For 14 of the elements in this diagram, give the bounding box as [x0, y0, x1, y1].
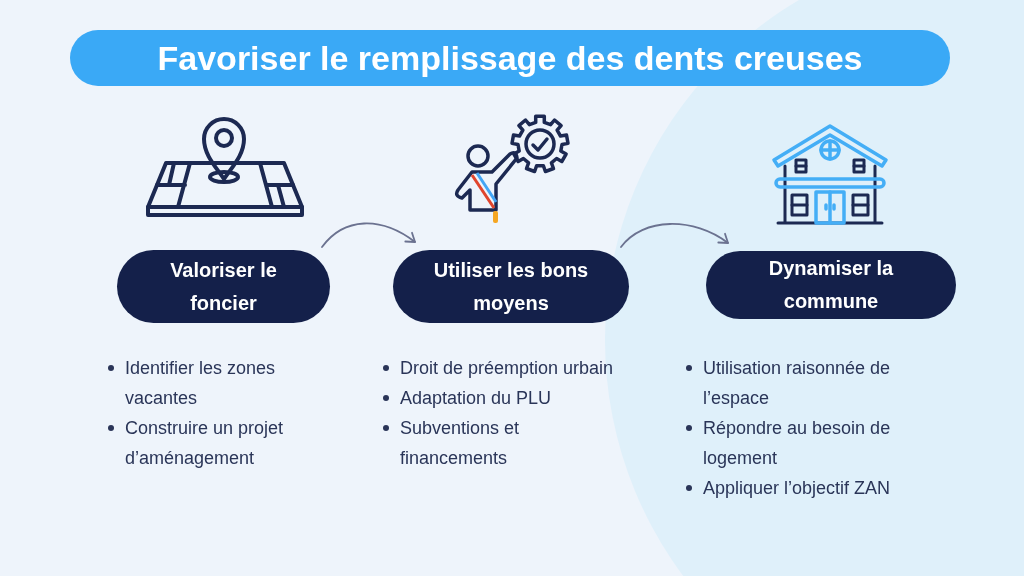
step-title: Utiliser les bons moyens — [432, 257, 590, 316]
bullet-text: Appliquer l’objectif ZAN — [703, 477, 891, 500]
bullet-text: Identifier les zones vacantes — [125, 357, 277, 410]
bullet-text: Subventions et financements — [400, 417, 521, 470]
title-banner: Favoriser le remplissage des dents creuses — [70, 30, 950, 86]
bullet-text: Construire un projet d’aménagement — [125, 417, 285, 470]
bullet-text: Répondre au besoin de logement — [703, 417, 892, 470]
bullet-text: Utilisation raisonnée de l’espace — [703, 357, 892, 410]
bullet-text: Droit de préemption urbain — [400, 357, 614, 380]
step-title: Valoriser le foncier — [169, 257, 278, 316]
step-title: Dynamiser la commune — [767, 256, 895, 314]
bullet-text: Adaptation du PLU — [400, 387, 552, 410]
curved-arrow — [321, 222, 416, 248]
curved-arrow — [620, 223, 729, 248]
